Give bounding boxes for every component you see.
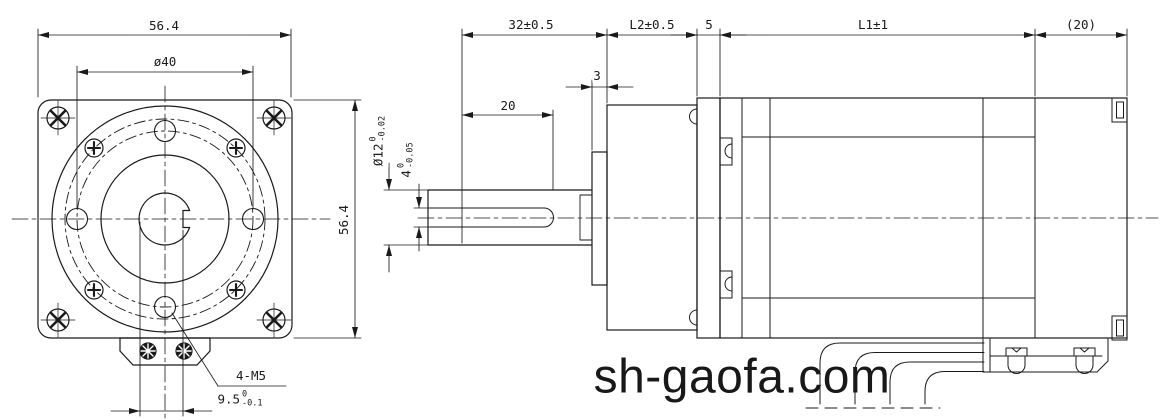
watermark-text: sh-gaofa.com <box>593 350 891 404</box>
tol-lower: -0.1 <box>242 399 263 409</box>
corner-screws <box>40 100 292 338</box>
tol-upper: 0 <box>242 389 248 400</box>
tol-lower: -0.05 <box>406 142 416 169</box>
dim-label-shaft-section: 32±0.5 <box>507 16 555 32</box>
dim-label-rear-cover: (20) <box>1064 16 1098 32</box>
rear-clips <box>1111 97 1128 341</box>
dim-value: 9.5 <box>217 391 241 407</box>
dim-label-flange: 5 <box>704 16 714 32</box>
dim-value: Ø12 <box>370 143 386 167</box>
dim-lines-side <box>383 28 1128 273</box>
dim-label-keyway-depth: 4 0 -0.05 <box>397 141 417 179</box>
dim-value: 4 <box>398 170 414 178</box>
dim-label-bolt-circle: ø40 <box>152 53 178 69</box>
lead-wires <box>805 342 985 409</box>
dim-label-width-top: 56.4 <box>147 17 181 33</box>
dim-label-shaft-diameter: Ø12 0 -0.02 <box>369 114 389 168</box>
side-view <box>383 28 1159 409</box>
connector-block <box>982 338 1109 374</box>
dim-lines-front <box>37 28 362 417</box>
tol-lower: -0.02 <box>378 115 388 142</box>
dim-label-body-length: L1±1 <box>856 16 890 32</box>
dim-label-shaft-flat: 9.5 0 -0.1 <box>216 389 264 410</box>
dim-label-pilot: 3 <box>592 67 602 83</box>
terminal-tab <box>119 337 211 366</box>
dim-label-gearbox-length: L2±0.5 <box>628 16 676 32</box>
gearbox-screws-front <box>84 138 246 300</box>
thread-callout-label: 4-M5 <box>234 367 268 383</box>
dim-label-height-right: 56.4 <box>335 203 351 237</box>
dim-label-keyway-length: 20 <box>499 97 517 113</box>
front-view <box>11 28 362 419</box>
